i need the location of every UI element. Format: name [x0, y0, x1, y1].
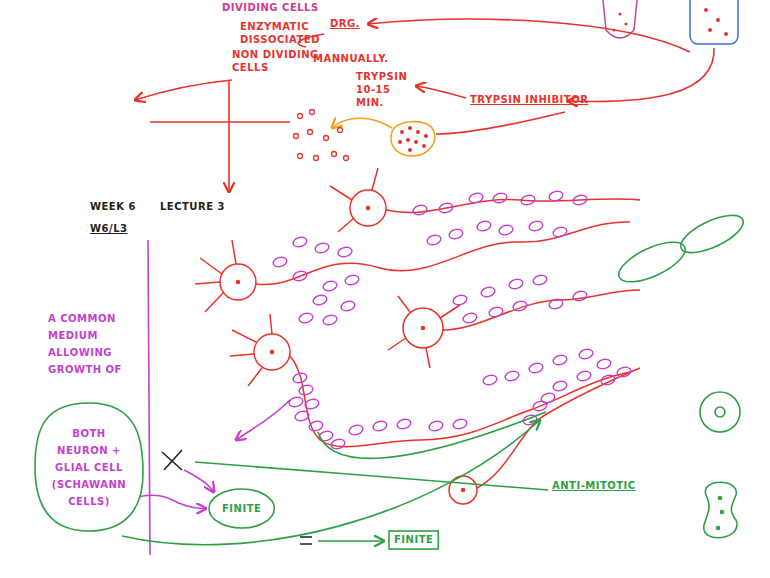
schwann-cell [552, 354, 568, 366]
schwann-cell [548, 298, 564, 310]
schwann-cell [428, 420, 444, 432]
equals-mark [300, 537, 384, 544]
schwann-cell [298, 384, 314, 396]
schwann-cell [532, 400, 548, 412]
schwann-cell [468, 192, 484, 204]
schwann-cell [548, 190, 564, 202]
schwann-cell [462, 312, 478, 324]
node-text: BOTH NEURON + GLIAL CELL (SCHAWANN CELLS… [50, 425, 128, 510]
schwann-cell [304, 398, 320, 410]
schwann-cell [528, 362, 544, 374]
schwann-cell [476, 220, 492, 232]
neurons [195, 168, 640, 504]
schwann-cell [396, 418, 412, 430]
schwann-cell [572, 290, 588, 302]
schwann-cell [600, 374, 616, 386]
schwann-cell [292, 270, 308, 282]
note-label: W6/L3 [90, 222, 127, 235]
schwann-cell [348, 424, 364, 436]
finite-circle: FINITE [208, 488, 275, 529]
schwann-cell [344, 274, 360, 286]
schwann-cell [578, 348, 594, 360]
schwann-cell [322, 314, 338, 326]
schwann-cell [520, 194, 536, 206]
outline-stroke [389, 531, 438, 549]
schwann-cell [314, 242, 330, 254]
schwann-cell [528, 220, 544, 232]
schwann-cell [448, 228, 464, 240]
schwann-cell [308, 420, 324, 432]
note-label: ENZYMATIC DISSOCIATED [240, 20, 320, 46]
note-label: TRYPSIN INHIBITOR [470, 93, 588, 106]
schwann-cell [596, 358, 612, 370]
schwann-cell [512, 300, 528, 312]
node-text: FINITE [222, 502, 261, 515]
cross-mark [162, 450, 214, 492]
schwann-cell [504, 370, 520, 382]
schwann-cell [488, 306, 504, 318]
schwann-cell [312, 294, 328, 306]
schwann-cell [292, 236, 308, 248]
schwann-cell [532, 274, 548, 286]
note-label: DIVIDING CELLS [222, 1, 319, 14]
schwann-cell [412, 204, 428, 216]
schwann-cell [337, 246, 353, 258]
schwann-cell [480, 286, 496, 298]
schwann-cell [572, 194, 588, 206]
note-label: WEEK 6 [90, 200, 136, 213]
schwann-cell [552, 226, 568, 238]
schwann-cell [318, 430, 334, 442]
schwann-cell [372, 420, 388, 432]
schwann-cell [292, 372, 308, 384]
note-label: A COMMON MEDIUM ALLOWING GROWTH OF [48, 310, 128, 378]
connector-arrow [140, 495, 206, 508]
schwann-cell [298, 312, 314, 324]
schwann-cell [438, 202, 454, 214]
note-label: TRYPSIN 10-15 MIN. [356, 70, 420, 109]
outline-stroke [209, 489, 274, 528]
tissue-cluster [332, 118, 435, 156]
schwann-cell [426, 234, 442, 246]
neuron-pointer [236, 400, 290, 440]
group-outline: BOTH NEURON + GLIAL CELL (SCHAWANN CELLS… [34, 402, 144, 532]
schwann-cell [452, 418, 468, 430]
schwann-cell [616, 366, 632, 378]
culture-vessels [603, 0, 738, 44]
schwann-cell [540, 392, 556, 404]
node-text: FINITE [394, 534, 433, 546]
schwann-cell [482, 374, 498, 386]
schwann-cell [452, 294, 468, 306]
schwann-cell [340, 300, 356, 312]
green-arrows [122, 412, 548, 545]
note-label: DRG. [330, 17, 360, 30]
schwann-cells [272, 190, 632, 450]
process-arrows [135, 19, 714, 192]
schwann-cell [330, 438, 346, 450]
schwann-cell [576, 370, 592, 382]
schwann-cell [498, 224, 514, 236]
schwann-cell [288, 396, 304, 408]
dissociated-cells [294, 110, 349, 161]
finite-box: FINITE [388, 530, 439, 550]
note-label: NON DIVIDING CELLS [232, 48, 324, 74]
schwann-cell [322, 280, 338, 292]
note-label: MANNUALLY. [313, 52, 389, 65]
outline-stroke [35, 403, 143, 531]
note-label: LECTURE 3 [160, 200, 225, 213]
schwann-cell [272, 256, 288, 268]
schwann-cell [508, 278, 524, 290]
schwann-cell [552, 380, 568, 392]
schwann-cell [294, 410, 310, 422]
schwann-cell [492, 192, 508, 204]
note-label: ANTI-MITOTIC [552, 479, 636, 492]
divider-line [148, 240, 150, 555]
